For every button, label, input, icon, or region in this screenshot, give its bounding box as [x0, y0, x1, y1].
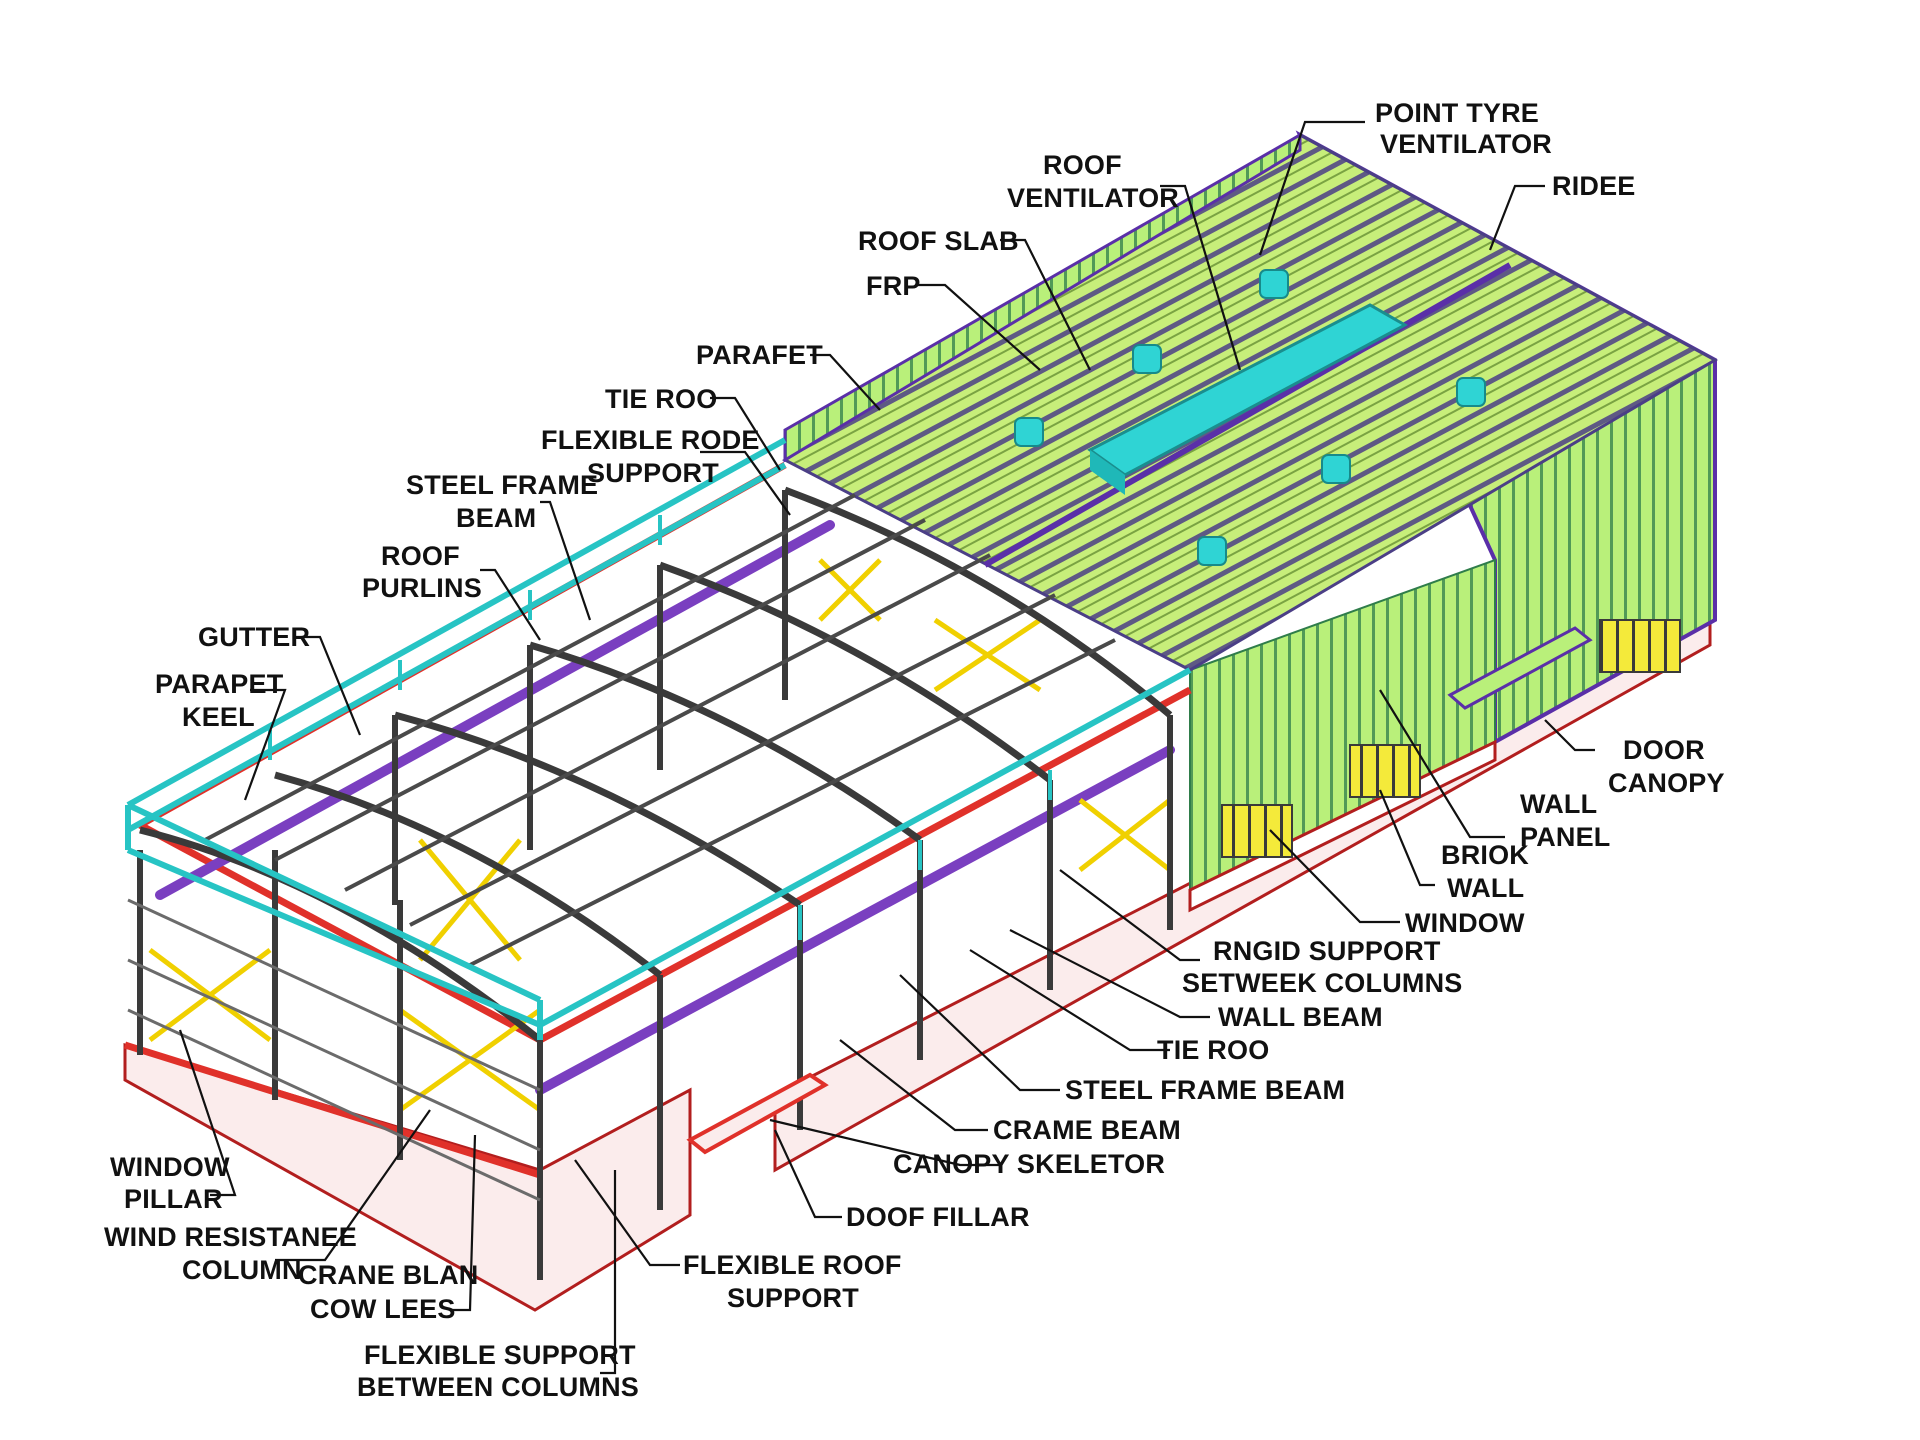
label-window-right: WINDOW — [1405, 908, 1525, 938]
label-steel-frame-beam-right: STEEL FRAME BEAM — [1065, 1075, 1345, 1105]
roof-ventilator-side — [1090, 450, 1125, 495]
label-point-type-ventilator: POINT TYRE VENTILATOR — [1375, 98, 1552, 159]
labels: POINT TYRE VENTILATOR ROOF VENTILATOR RI… — [104, 98, 1725, 1402]
label-wind-resistance-column: WIND RESISTANEE COLUMN — [104, 1222, 365, 1285]
label-flexible-roof-support: FLEXIBLE ROOF SUPPORT — [683, 1250, 909, 1313]
label-steel-frame-beam-top: STEEL FRAME BEAM — [406, 470, 606, 533]
label-door-canopy: DOOR CANOPY — [1608, 735, 1725, 798]
label-roof-slab: ROOF SLAB — [858, 226, 1019, 256]
label-flexible-rod-support: FLEXIBLE RODE SUPPORT — [541, 425, 767, 488]
label-roof-purlins: ROOF PURLINS — [362, 541, 482, 603]
door-canopy-shape — [1447, 626, 1593, 710]
label-wall-beam: WALL BEAM — [1218, 1002, 1383, 1032]
wall-windows — [1221, 619, 1681, 858]
label-crane-beam-right: CRAME BEAM — [993, 1115, 1181, 1145]
wall-girts — [127, 898, 541, 1202]
parapet-posts — [268, 515, 1052, 940]
parapet-rails — [125, 437, 1192, 1040]
point-ventilators — [1014, 269, 1486, 566]
label-rigid-support: RNGID SUPPORT SETWEEK COLUMNS — [1182, 936, 1463, 998]
label-gutter: GUTTER — [198, 622, 310, 652]
label-frp: FRP — [866, 271, 921, 301]
label-roof-ventilator: ROOF VENTILATOR — [1007, 150, 1179, 213]
label-flexible-support-between-columns: FLEXIBLE SUPPORT BETWEEN COLUMNS — [357, 1340, 643, 1402]
label-tie-rod-right: TIE ROO — [1157, 1035, 1269, 1065]
label-canopy-skeleton: CANOPY SKELETOR — [893, 1149, 1165, 1179]
label-window-pillar: WINDOW PILLAR — [110, 1152, 237, 1214]
columns — [137, 490, 1173, 1280]
parapet-strip — [783, 132, 1302, 463]
label-ridee: RIDEE — [1552, 171, 1636, 201]
label-crane-beam-cow-legs: CRANE BLAN COW LEES — [298, 1260, 486, 1324]
label-brick-wall: BRIOK WALL — [1441, 840, 1537, 903]
label-parapet: PARAFET — [696, 340, 823, 370]
roof-ventilator-skylight — [1087, 303, 1409, 477]
roof-purlins — [204, 493, 1116, 967]
canopy-skeleton-shape — [686, 1072, 829, 1155]
label-parapet-keel: PARAPET KEEL — [155, 669, 291, 732]
ridge-line — [983, 262, 1512, 568]
building-illustration — [123, 130, 1719, 1312]
label-door-pillar: DOOF FILLAR — [846, 1202, 1030, 1232]
bracing — [148, 558, 1172, 1113]
label-tie-rod-top: TIE ROO — [605, 384, 717, 414]
label-wall-panel: WALL PANEL — [1520, 789, 1611, 852]
leader-lines — [178, 120, 1595, 1375]
